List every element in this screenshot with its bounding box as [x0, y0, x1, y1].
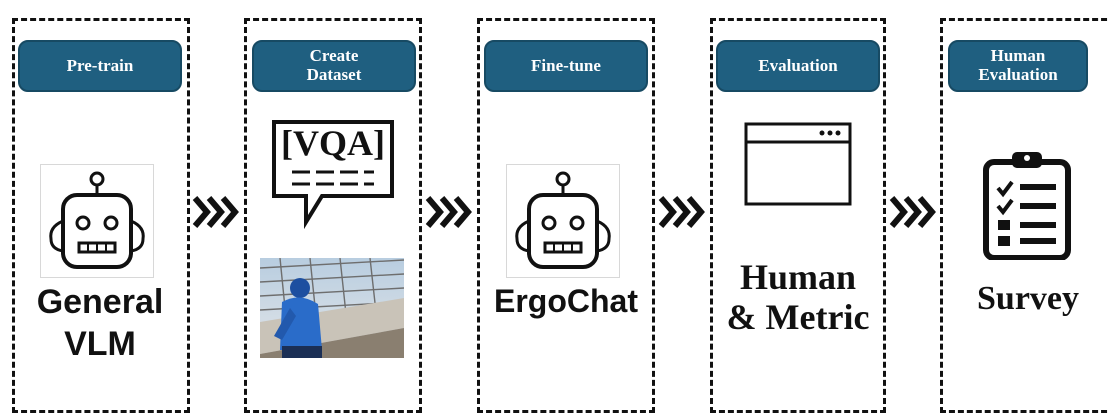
- caption-vlm: VLM: [64, 325, 136, 363]
- stage-human-evaluation-label: Human Evaluation: [948, 40, 1088, 92]
- clipboard-checklist-icon: [983, 152, 1071, 260]
- stage-create-dataset-label: Create Dataset: [252, 40, 416, 92]
- caption-human: Human: [739, 257, 857, 297]
- stage-evaluation-label: Evaluation: [716, 40, 880, 92]
- robot-icon: [40, 164, 154, 278]
- browser-window-icon: [744, 122, 852, 206]
- caption-general: General: [36, 283, 164, 321]
- caption-survey: Survey: [977, 280, 1079, 317]
- triple-chevron-icon: [425, 196, 472, 228]
- stage-pretrain-label: Pre-train: [18, 40, 182, 92]
- caption-and-metric: & Metric: [726, 297, 870, 337]
- triple-chevron-icon: [658, 196, 705, 228]
- caption-ergochat: ErgoChat: [494, 283, 638, 319]
- construction-worker-photo: [260, 258, 404, 358]
- speech-bubble-text: [VQA]: [281, 123, 385, 163]
- robot-icon: [506, 164, 620, 278]
- triple-chevron-icon: [889, 196, 936, 228]
- speech-bubble-icon: [VQA]: [270, 118, 396, 230]
- stage-fine-tune-label: Fine-tune: [484, 40, 648, 92]
- triple-chevron-icon: [192, 196, 239, 228]
